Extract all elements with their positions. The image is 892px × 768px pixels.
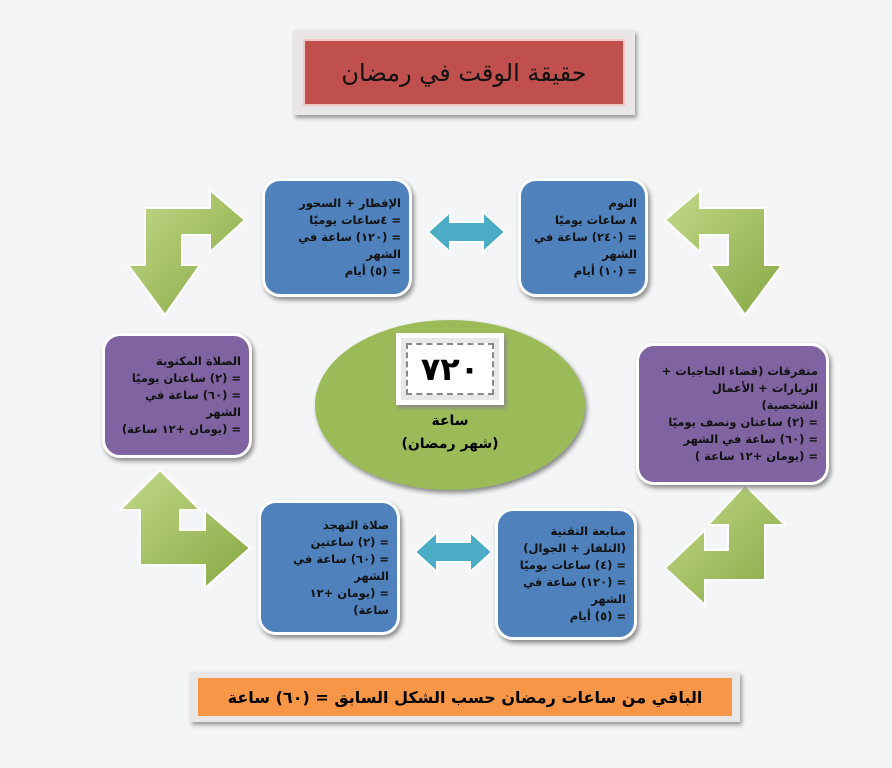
box-line: = (يومان +١٢ ساعة) — [121, 422, 241, 436]
footer-banner: الباقي من ساعات رمضان حسب الشكل السابق =… — [190, 672, 740, 722]
box-line: = (٥) أيام — [569, 609, 626, 623]
box-sleep: النوم ٨ ساعات يوميًا = (٢٤٠) ساعة في الش… — [518, 178, 648, 297]
box-iftar-suhoor: الإفطار + السحور = ٤ساعات يوميًا = (١٢٠)… — [262, 178, 412, 297]
box-heading: صلاة التهجد — [322, 517, 389, 532]
box-heading: الإفطار + السحور — [299, 196, 401, 210]
box-tahajjud: صلاة التهجد = (٢) ساعتين = (٦٠) ساعة في … — [258, 500, 400, 635]
box-heading: متفرقات (قضاء الحاجيات + — [661, 364, 818, 378]
box-prayer: الصلاة المكتوبة = (٢) ساعتان يوميًا = (٦… — [102, 333, 252, 458]
arrow-top-right-icon — [663, 187, 784, 317]
box-line: = ٤ساعات يوميًا — [309, 213, 401, 227]
box-misc: متفرقات (قضاء الحاجيات + الزيارات + الأع… — [636, 343, 829, 485]
box-line: = (٢) ساعتين — [310, 534, 389, 549]
box-heading: النوم — [608, 196, 637, 210]
box-line: = (٥) أيام — [344, 264, 401, 278]
box-heading: الصلاة المكتوبة — [156, 354, 241, 368]
box-line: الشهر — [354, 568, 389, 583]
box-heading: الزيارات + الأعمال — [711, 381, 818, 395]
arrow-bottom-left-icon — [117, 468, 252, 591]
arrow-bottom-right-icon — [663, 483, 788, 608]
box-line: = (١٢٠) ساعة في — [298, 230, 401, 244]
total-hours-box: ٧٢٠ — [396, 333, 504, 405]
box-line: = (٢) ساعتان ونصف يوميًا — [668, 415, 818, 429]
box-line: = (٢) ساعتان يوميًا — [131, 371, 241, 385]
box-line: = (١٢٠) ساعة في — [523, 575, 626, 589]
box-line: = (٦٠) ساعة في — [145, 388, 241, 402]
double-arrow-top-icon — [426, 209, 507, 255]
box-line: = (يومان +١٢ — [309, 585, 389, 600]
box-line: الشهر — [366, 247, 401, 261]
title-text: حقيقة الوقت في رمضان — [303, 39, 625, 106]
box-heading: متابعة التقنية — [550, 524, 626, 538]
box-line: = (٦٠) ساعة في — [293, 551, 389, 566]
box-line: الشهر — [206, 405, 241, 419]
box-line: = (يومان +١٢ ساعة ) — [694, 449, 818, 463]
box-line: الشهر — [602, 247, 637, 261]
box-heading: الشخصية) — [761, 398, 818, 412]
box-line: = (٦٠) ساعة في الشهر — [683, 432, 818, 446]
total-hours: ٧٢٠ — [406, 343, 494, 395]
center-subtitle: (شهر رمضان) — [401, 436, 499, 452]
arrow-top-left-icon — [126, 187, 247, 317]
box-heading: (التلفاز + الجوال) — [523, 541, 626, 555]
box-line: الشهر — [591, 592, 626, 606]
box-line: = (٤) ساعات يوميًا — [519, 558, 626, 572]
box-technology: متابعة التقنية (التلفاز + الجوال) = (٤) … — [495, 508, 637, 640]
title-banner: حقيقة الوقت في رمضان — [293, 30, 635, 115]
box-line: = (٢٤٠) ساعة في — [534, 230, 637, 244]
box-line: ٨ ساعات يوميًا — [554, 213, 637, 227]
double-arrow-bottom-icon — [413, 529, 494, 575]
footer-text: الباقي من ساعات رمضان حسب الشكل السابق =… — [198, 678, 732, 716]
box-line: = (١٠) أيام — [573, 264, 637, 278]
box-line: ساعة) — [353, 602, 389, 617]
center-unit: ساعة — [431, 413, 469, 429]
